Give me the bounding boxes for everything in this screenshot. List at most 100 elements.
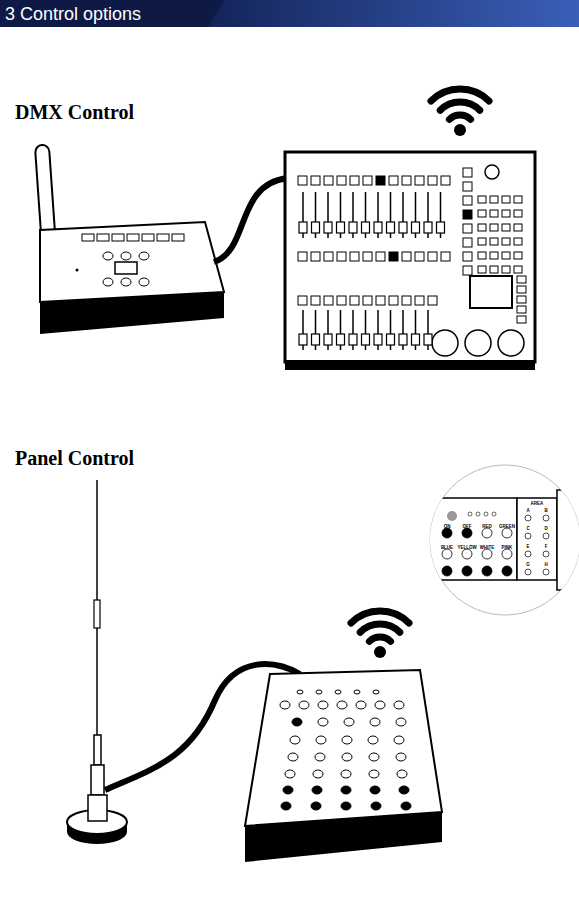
console-button [324,252,333,261]
area-button [525,569,531,575]
panel-hole [356,701,366,709]
panel-hole [399,786,409,794]
inset-button [462,549,472,559]
console-button [298,296,307,305]
button-label: OFF [463,524,472,529]
area-key: G [526,562,530,567]
panel-hole [318,718,328,726]
tx-button [82,234,94,241]
panel-hole [373,690,379,694]
console-button [298,176,307,185]
fader-knob [312,334,320,345]
panel-hole [299,701,309,709]
console-button [502,238,510,245]
fader-knob [362,334,370,345]
fader-knob [362,222,370,233]
button-label: RED [482,524,492,529]
console-button [441,252,450,261]
wifi-arc [351,611,409,623]
console-button [463,210,472,219]
button-label: ON [444,524,451,529]
console-button [463,238,472,247]
inset-button [442,549,452,559]
panel-hole [316,736,326,744]
console-button [490,196,498,203]
area-button [525,515,531,521]
panel-hole [290,736,300,744]
console-button [514,196,522,203]
console-button [350,252,359,261]
console-button [441,176,450,185]
button-label: WHITE [480,545,495,550]
console-button [490,210,498,217]
tx-button [172,234,184,241]
inset-zoom [425,465,579,615]
inset-button [482,528,492,538]
console-button [389,252,398,261]
fader-knob [424,334,432,345]
header-title: 3 Control options [5,4,141,25]
fader-knob [412,334,420,345]
tx-key [139,278,149,286]
console-button [514,238,522,245]
area-button [543,551,549,557]
panel-hole [369,770,379,778]
fader-knob [374,334,382,345]
console-button [415,252,424,261]
wifi-arc [369,637,390,641]
tx-key [139,252,149,260]
panel-hole [342,736,352,744]
fader-knob [324,334,332,345]
panel-hole [312,786,322,794]
fader-knob [349,222,357,233]
panel-hole [292,718,302,726]
console-button [337,296,346,305]
panel-hole [318,701,328,709]
panel-hole [368,736,378,744]
panel-hole [396,753,406,761]
panel-hole [370,718,380,726]
panel-hole [315,753,325,761]
panel-hole [354,690,360,694]
inset-button [482,566,492,576]
area-key: C [526,526,529,531]
inset-button [482,549,492,559]
console-button [311,176,320,185]
panel-hole [285,770,295,778]
console-button [350,296,359,305]
console-button [517,276,526,283]
panel-hole [341,802,351,810]
panel-hole [371,802,381,810]
fader-knob [399,222,407,233]
area-button [543,533,549,539]
panel-hole [375,701,385,709]
panel-hole [394,736,404,744]
console-button [324,176,333,185]
console-button [502,210,510,217]
inset-led [476,512,480,516]
inset-button [462,566,472,576]
area-key: D [544,526,547,531]
control-panel [245,670,442,862]
inset-button [502,549,512,559]
panel-hole [281,802,291,810]
console-button [376,296,385,305]
console-button [502,224,510,231]
panel-hole [313,770,323,778]
dmx-transmitter [35,145,224,334]
button-label: YELLOW [457,545,476,550]
section-heading: Panel Control [15,447,134,470]
panel-hole [335,690,341,694]
inset-button [462,528,472,538]
fader-knob [337,334,345,345]
panel-hole [311,802,321,810]
inset-button [442,566,452,576]
console-button [517,296,526,303]
tx-button [157,234,169,241]
console-button [517,306,526,313]
header-gradient [208,0,579,27]
console-button [502,196,510,203]
console-button [389,296,398,305]
tx-button [112,234,124,241]
console-button [517,286,526,293]
